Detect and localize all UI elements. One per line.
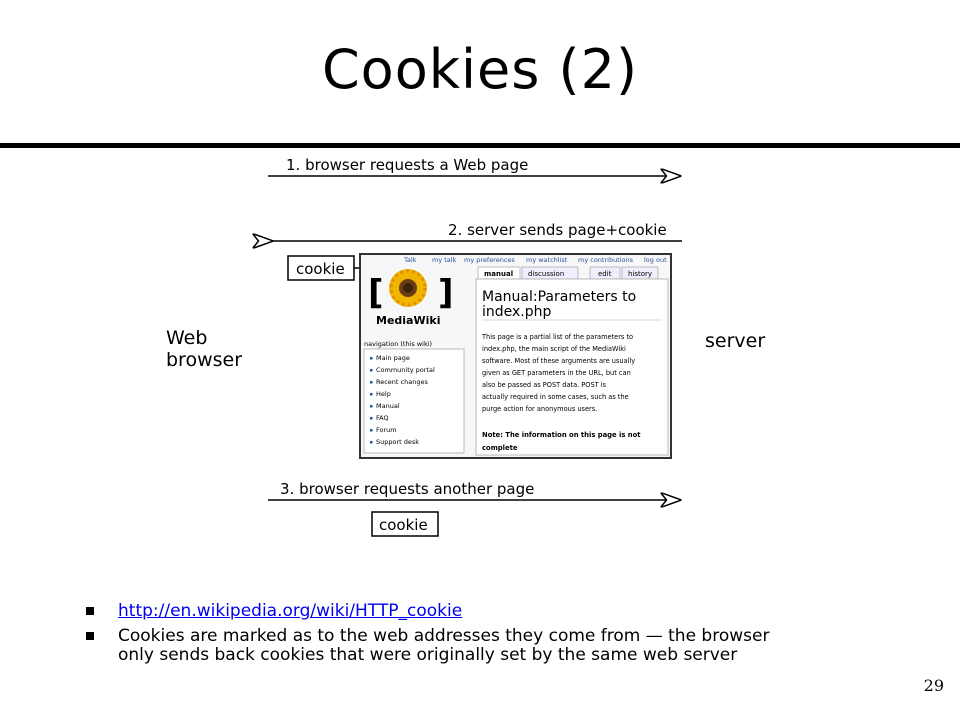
step2-label: 2. server sends page+cookie — [448, 221, 667, 239]
body-line-3: given as GET parameters in the URL, but … — [482, 369, 631, 377]
bullet-text-line2: only sends back cookies that were origin… — [118, 645, 738, 665]
cookie-box-request: cookie — [371, 511, 439, 537]
nav-item-main-page: Main page — [376, 354, 410, 362]
nav-item-manual: Manual — [376, 402, 400, 410]
note-line1: Note: The information on this page is no… — [482, 431, 641, 439]
cookie-label-request: cookie — [379, 516, 428, 534]
bullet-item-link: http://en.wikipedia.org/wiki/HTTP_cookie — [86, 602, 886, 621]
tab-discussion: discussion — [528, 270, 564, 278]
page-heading-line2: index.php — [482, 304, 552, 320]
server-label: server — [705, 330, 765, 352]
nav-item-faq: FAQ — [376, 414, 389, 422]
cookie-label: cookie — [296, 260, 345, 278]
toplink-5: log out — [644, 256, 667, 264]
nav-item-forum: Forum — [376, 426, 397, 434]
page-heading-line1: Manual:Parameters to — [482, 289, 636, 305]
nav-heading: navigation (this wiki) — [364, 340, 432, 348]
slide-title: Cookies (2) — [321, 38, 639, 101]
cookie-box-response: cookie — [287, 255, 355, 281]
tab-manual: manual — [484, 270, 513, 278]
body-line-1: index.php, the main script of the MediaW… — [482, 345, 626, 353]
mediawiki-screenshot: Talk my talk my preferences my watchlist… — [359, 253, 672, 459]
note-line2: complete — [482, 444, 518, 452]
nav-item-support: Support desk — [376, 438, 419, 446]
cookie-wiki-link[interactable]: http://en.wikipedia.org/wiki/HTTP_cookie — [118, 601, 463, 621]
body-line-4: also be passed as POST data. POST is — [482, 381, 607, 389]
svg-text:]: ] — [438, 273, 454, 313]
bullet-item-text: Cookies are marked as to the web address… — [86, 627, 886, 665]
step3-label: 3. browser requests another page — [280, 480, 534, 498]
step1-label: 1. browser requests a Web page — [286, 156, 528, 174]
toplink-0: Talk — [403, 256, 417, 264]
page-body: This page is a partial list of the param… — [481, 333, 641, 452]
body-line-2: software. Most of these arguments are us… — [482, 357, 635, 365]
slide-number: 29 — [923, 676, 944, 695]
nav-item-recent: Recent changes — [376, 378, 428, 386]
bullet-text-line1: Cookies are marked as to the web address… — [118, 626, 770, 646]
body-line-5: actually required in some cases, such as… — [482, 393, 629, 401]
tab-history: history — [628, 270, 652, 278]
title-divider — [0, 143, 960, 148]
toplink-1: my talk — [432, 256, 457, 264]
toplink-4: my contributions — [578, 256, 634, 264]
cookie-flow-diagram: 1. browser requests a Web page 2. server… — [150, 150, 790, 542]
nav-box — [363, 348, 465, 454]
toplink-3: my watchlist — [526, 256, 568, 264]
screenshot-tabs: manual discussion edit history — [477, 266, 659, 280]
bullet-marker — [86, 632, 94, 640]
body-line-0: This page is a partial list of the param… — [481, 333, 633, 341]
nav-item-help: Help — [376, 390, 391, 398]
bullet-marker — [86, 607, 94, 615]
bullet-list: http://en.wikipedia.org/wiki/HTTP_cookie… — [86, 602, 886, 671]
svg-text:[: [ — [368, 273, 384, 313]
mediawiki-logo: [ ] MediaWiki — [368, 269, 454, 327]
logo-text: MediaWiki — [376, 314, 440, 327]
nav-item-community: Community portal — [376, 366, 435, 374]
body-line-6: purge action for anonymous users. — [482, 405, 597, 413]
toplink-2: my preferences — [464, 256, 515, 264]
tab-edit: edit — [598, 270, 612, 278]
sunflower-icon — [389, 269, 427, 307]
client-label-line1: Web — [166, 327, 207, 349]
client-label-line2: browser — [166, 349, 242, 371]
nav-list: Main page Community portal Recent change… — [370, 354, 435, 446]
